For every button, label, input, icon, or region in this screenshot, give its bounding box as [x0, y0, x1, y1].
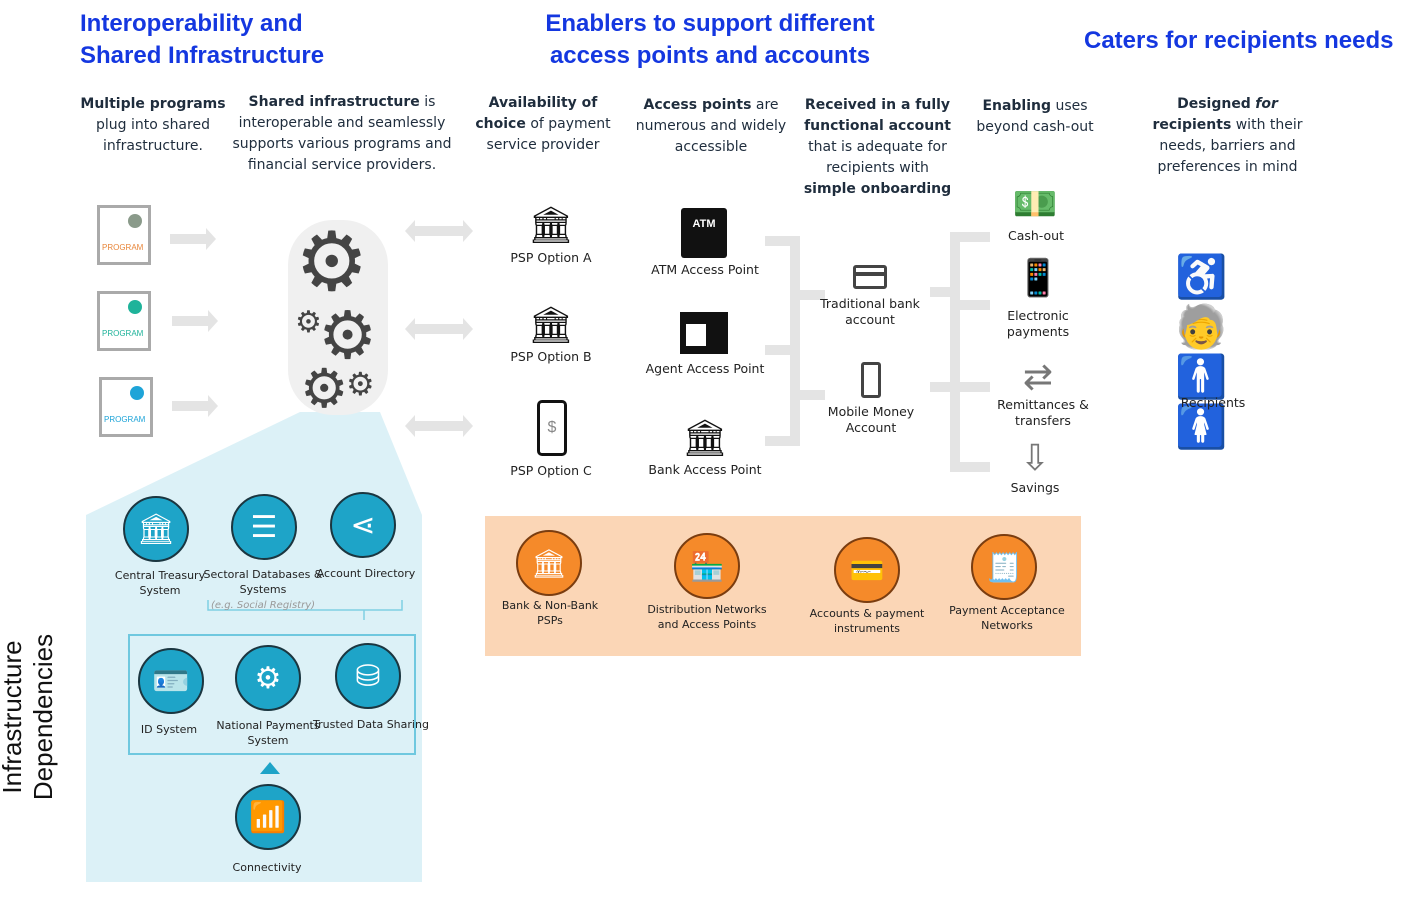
cash-out-icon: 💵: [1012, 183, 1058, 224]
globe-icon: [128, 214, 142, 228]
gear-icon: ⚙: [295, 217, 369, 308]
bracket-arm: [955, 232, 990, 242]
globe-icon: [128, 300, 142, 314]
bracket-arm: [955, 462, 990, 472]
bracket: [950, 232, 960, 472]
gear-icon: ⚙: [318, 298, 378, 372]
bank-icon: 🏛: [682, 417, 728, 458]
database-list-icon: ☰: [231, 494, 297, 560]
cards-icon: 💳: [834, 537, 900, 603]
enabler-psps: Bank & Non-Bank PSPs: [501, 599, 599, 627]
gear-icon: ⚙: [295, 306, 322, 339]
cash-register-icon: 🧾: [971, 534, 1037, 600]
bracket: [790, 236, 800, 446]
bracket-arm: [765, 345, 795, 355]
treasury-icon: 🏛: [123, 496, 189, 562]
col-designed-for-recipients: Designed for recipients with their needs…: [1152, 96, 1303, 175]
col-access-points: Access points are numerous and widely ac…: [635, 97, 787, 155]
atm-icon: ATM: [681, 208, 727, 258]
dep-note: (e.g. Social Registry): [210, 600, 316, 611]
bracket-arm: [765, 436, 795, 446]
double-arrow: [405, 318, 473, 340]
arrow-right: [170, 228, 216, 250]
enabler-distribution: Distribution Networks and Access Points: [647, 603, 767, 631]
program-label: PROGRAM: [104, 415, 146, 424]
phone-icon: $: [537, 400, 567, 456]
col-account: Received in a fully functional account t…: [803, 97, 952, 197]
data-sharing-icon: ⛁: [335, 643, 401, 709]
enabler-accounts: Accounts & payment instruments: [809, 607, 925, 635]
traditional-bank-account: Traditional bank account: [820, 296, 920, 327]
savings-icon: ⇩: [1019, 437, 1051, 478]
agent-access-point: Agent Access Point: [645, 361, 765, 376]
bracket-arm: [765, 236, 795, 246]
col-psp-choice: Availability of choice of payment servic…: [475, 95, 611, 153]
program-label: PROGRAM: [102, 243, 144, 252]
recipients-icons: ♿🧓🚹🚺: [1175, 253, 1228, 450]
double-arrow: [405, 415, 473, 437]
gear-icon: ⚙: [300, 359, 349, 419]
program-doc-1: PROGRAM: [97, 205, 151, 265]
recipients-label: Recipients: [1180, 395, 1246, 410]
atm-access-point: ATM Access Point: [651, 262, 759, 277]
bracket-arm: [955, 300, 990, 310]
globe-icon: [130, 386, 144, 400]
dep-account-directory: Account Directory: [316, 567, 416, 580]
card-icon: [853, 265, 887, 289]
psp-option-b: PSP Option B: [510, 349, 592, 364]
enabler-acceptance: Payment Acceptance Networks: [949, 604, 1065, 632]
use-electronic-payments: Electronic payments: [1006, 308, 1070, 339]
bracket-arm: [800, 390, 825, 400]
arrow-right: [172, 310, 218, 332]
bracket-arm: [800, 290, 825, 300]
use-remittances: Remittances & transfers: [997, 397, 1089, 428]
dep-trusted-data-sharing: Trusted Data Sharing: [313, 718, 429, 731]
dep-national-payments: National Payments System: [216, 719, 320, 747]
infrastructure-dependencies-label: Infrastructure Dependencies: [0, 633, 58, 801]
id-card-icon: 🪪: [138, 648, 204, 714]
col-multiple-programs: Multiple programs plug into shared infra…: [80, 96, 226, 154]
wifi-icon: 📶: [235, 784, 301, 850]
shared-infrastructure-bg: [288, 220, 388, 415]
arrow-right: [172, 395, 218, 417]
use-savings: Savings: [1010, 480, 1060, 495]
dep-central-treasury: Central Treasury System: [114, 569, 206, 597]
bracket-arm: [930, 287, 950, 297]
agent-shop-icon: [680, 312, 728, 354]
dep-connectivity: Connectivity: [232, 861, 302, 874]
bank-icon: 🏛: [516, 530, 582, 596]
gear-icon: ⚙: [346, 366, 375, 402]
shop-icon: 🏪: [674, 533, 740, 599]
col-enabling-uses: Enabling uses beyond cash-out: [976, 98, 1094, 135]
transfer-icon: ⇄: [1022, 356, 1054, 397]
bracket-arm: [955, 382, 990, 392]
bracket-arm: [930, 382, 950, 392]
program-label: PROGRAM: [102, 329, 144, 338]
gear-circuit-icon: ⚙: [235, 645, 301, 711]
mobile-money-account: Mobile Money Account: [827, 404, 915, 435]
electronic-payment-icon: 📱: [1015, 257, 1061, 298]
program-doc-3: PROGRAM: [99, 377, 153, 437]
dep-sectoral-databases: Sectoral Databases & Systems: [203, 568, 323, 596]
bank-access-point: Bank Access Point: [648, 462, 762, 477]
bank-icon: 🏛: [528, 304, 574, 345]
program-doc-2: PROGRAM: [97, 291, 151, 351]
double-arrow: [405, 220, 473, 242]
share-folder-icon: ⋖: [330, 492, 396, 558]
psp-option-a: PSP Option A: [510, 250, 592, 265]
dep-id-system: ID System: [140, 723, 198, 736]
bank-icon: 🏛: [528, 204, 574, 245]
col-shared-infrastructure: Shared infrastructure is interoperable a…: [232, 94, 452, 173]
use-cash-out: Cash-out: [1007, 228, 1065, 243]
psp-option-c: PSP Option C: [510, 463, 592, 478]
mobile-icon: [861, 362, 881, 398]
heading-recipients: Caters for recipients needs: [1084, 27, 1394, 54]
